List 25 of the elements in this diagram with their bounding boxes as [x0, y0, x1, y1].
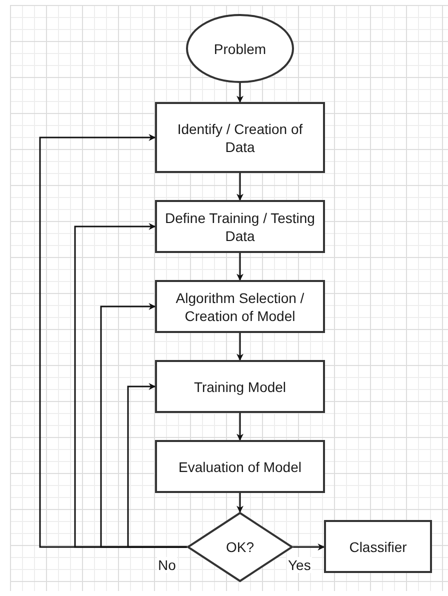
node-label: Identify / Creation of Data — [176, 120, 304, 156]
edge-label: Yes — [287, 557, 312, 573]
arrow — [236, 83, 244, 103]
node-label: Define Training / Testing Data — [164, 208, 316, 244]
arrow — [236, 493, 244, 513]
arrow — [236, 333, 244, 361]
process-box — [155, 440, 325, 493]
arrow — [236, 253, 244, 281]
edge-label: No — [157, 557, 177, 573]
process-box — [155, 200, 325, 253]
node-label: Evaluation of Model — [178, 458, 302, 476]
node-label: Problem — [214, 40, 266, 58]
node-label: Classifier — [349, 538, 407, 556]
process-box — [155, 102, 325, 173]
arrow — [236, 173, 244, 201]
start-ellipse — [186, 14, 294, 83]
node-label: Algorithm Selection / Creation of Model — [174, 288, 306, 324]
process-box — [324, 520, 432, 573]
node-label: OK? — [226, 538, 254, 556]
arrow — [236, 413, 244, 441]
node-label: Training Model — [194, 378, 286, 396]
process-box — [155, 360, 325, 413]
process-box — [155, 280, 325, 333]
arrow — [127, 383, 187, 548]
arrow — [293, 544, 325, 550]
